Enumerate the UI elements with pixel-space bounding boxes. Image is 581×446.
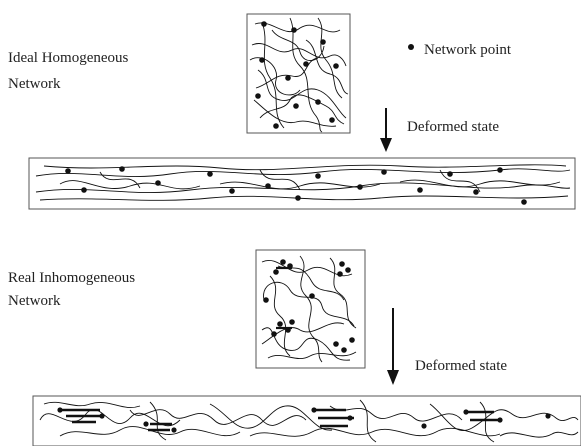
real-network-title-line2: Network: [8, 293, 61, 309]
legend-network-point-label: Network point: [424, 42, 512, 58]
deform-arrow-bottom: [387, 308, 399, 385]
real-network-title-line1: Real Inhomogeneous: [8, 270, 135, 286]
ideal-network-box: [247, 14, 350, 133]
ideal-network-deformed-box: [29, 158, 575, 209]
deform-arrow-top: [380, 108, 392, 152]
ideal-network-title-line2: Network: [8, 76, 61, 92]
deformed-state-label-bottom: Deformed state: [415, 358, 507, 374]
ideal-network-title-line1: Ideal Homogeneous: [8, 50, 129, 66]
real-network-deformed-box: [33, 396, 581, 446]
real-network-box: [256, 250, 365, 368]
deformed-state-label-top: Deformed state: [407, 119, 499, 135]
legend-network-point-dot: [408, 44, 414, 50]
